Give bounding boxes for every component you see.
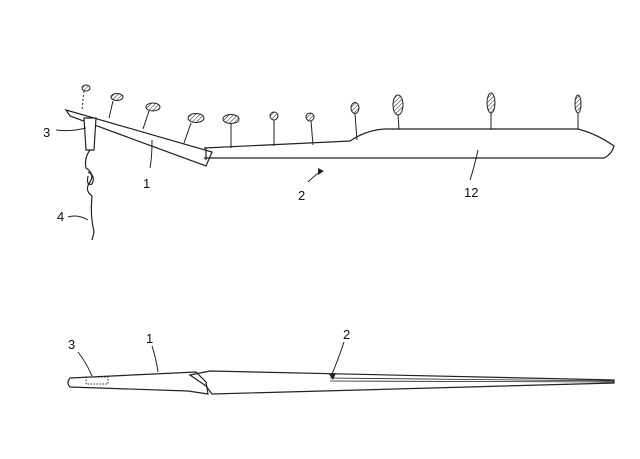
leader-top-4 [67, 215, 89, 221]
label-top-3: 3 [43, 125, 50, 140]
leader-bottom-2 [331, 341, 345, 375]
bottom-holder-hidden [85, 376, 109, 385]
leader-bottom-1 [151, 345, 159, 373]
leader-top-1 [149, 139, 153, 169]
top-line-loop [86, 171, 94, 185]
top-blade [203, 128, 615, 159]
top-holder [83, 117, 97, 151]
top-line [84, 149, 95, 241]
bottom-blade-edge [329, 377, 615, 382]
label-top-1: 1 [143, 176, 150, 191]
leader-top-12 [469, 149, 479, 181]
leader-bottom-3 [77, 351, 93, 377]
arrow-bottom-2 [329, 373, 336, 380]
bottom-blade [188, 370, 615, 395]
top-figure [55, 84, 615, 241]
label-bottom-1: 1 [146, 331, 153, 346]
bottom-figure [67, 341, 615, 395]
bottom-blade-edge-2 [329, 380, 615, 383]
bottom-handle [67, 371, 209, 395]
label-top-2: 2 [298, 188, 305, 203]
top-guide-markers [81, 84, 582, 148]
label-bottom-2: 2 [343, 327, 350, 342]
top-handle [64, 108, 213, 167]
leader-top-3 [55, 127, 87, 132]
label-top-12: 12 [464, 185, 478, 200]
label-bottom-3: 3 [68, 337, 75, 352]
label-top-4: 4 [57, 209, 64, 224]
arrow-top-2 [318, 168, 324, 175]
